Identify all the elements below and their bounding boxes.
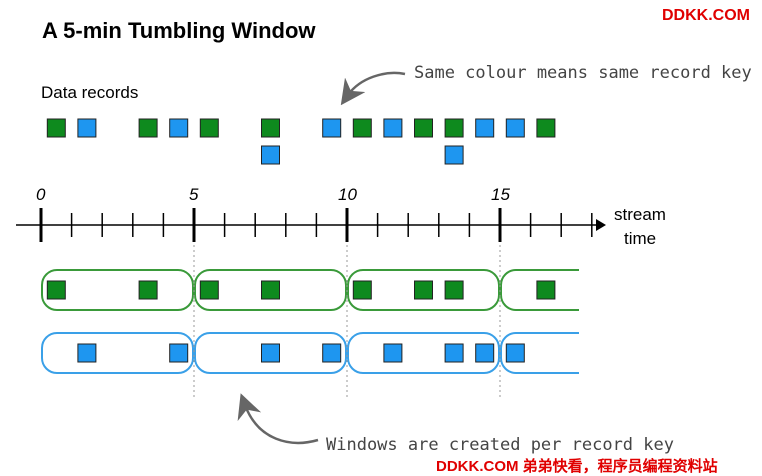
record-blue-8-0 — [383, 118, 403, 138]
record-blue-12-0 — [505, 118, 525, 138]
window-record-blue-1-0 — [261, 343, 280, 363]
window-green-3 — [500, 269, 579, 311]
window-record-blue-1-1 — [322, 343, 342, 363]
record-green-10-0 — [444, 118, 464, 138]
window-blue-2 — [347, 332, 500, 374]
record-green-5-0 — [261, 118, 280, 138]
data-records-row — [46, 118, 556, 165]
window-record-green-1-0 — [199, 280, 219, 300]
window-record-green-0-1 — [138, 280, 158, 300]
window-record-blue-0-1 — [169, 343, 189, 363]
window-record-green-2-0 — [352, 280, 372, 300]
window-blue-0 — [41, 332, 194, 374]
axis-tick-label-0: 0 — [36, 185, 46, 204]
window-blue-3 — [500, 332, 579, 374]
watermark-bottom: DDKK.COM 弟弟快看，程序员编程资料站 — [436, 457, 718, 475]
record-green-13-0 — [536, 118, 556, 138]
watermark-top: DDKK.COM — [662, 7, 750, 24]
window-record-green-2-1 — [414, 280, 433, 300]
axis-label-stream: stream — [614, 205, 666, 224]
record-green-2-0 — [138, 118, 158, 138]
record-blue-1-0 — [77, 118, 97, 138]
windows-annotation: Windows are created per record key — [326, 435, 674, 455]
record-green-7-0 — [352, 118, 372, 138]
window-boundary-guides — [193, 245, 501, 398]
axis-label-time: time — [624, 229, 656, 248]
window-record-blue-0-0 — [77, 343, 97, 363]
axis-tick-label-15: 15 — [491, 185, 510, 204]
window-rows — [41, 269, 579, 374]
window-record-blue-2-0 — [383, 343, 403, 363]
record-blue-6-0 — [322, 118, 342, 138]
record-green-4-0 — [199, 118, 219, 138]
window-record-blue-2-1 — [444, 343, 464, 363]
axis-arrowhead — [596, 219, 606, 231]
window-record-green-3-0 — [536, 280, 556, 300]
window-record-green-2-2 — [444, 280, 464, 300]
record-blue-5-1 — [261, 145, 280, 165]
axis-tick-label-5: 5 — [189, 185, 199, 204]
window-record-green-0-0 — [46, 280, 66, 300]
window-record-blue-2-2 — [475, 343, 495, 363]
data-records-label: Data records — [41, 83, 138, 102]
stream-time-axis: 0 5 10 15 — [16, 185, 606, 242]
windows-annotation-arrow — [237, 393, 319, 445]
diagram-title: A 5-min Tumbling Window — [42, 18, 316, 43]
record-green-9-0 — [414, 118, 433, 138]
record-blue-11-0 — [475, 118, 495, 138]
colour-annotation-arrow — [340, 71, 406, 106]
window-record-green-1-1 — [261, 280, 280, 300]
axis-tick-label-10: 10 — [338, 185, 357, 204]
window-green-0 — [41, 269, 194, 311]
window-record-blue-3-0 — [505, 343, 525, 363]
record-blue-3-0 — [169, 118, 189, 138]
record-green-0-0 — [46, 118, 66, 138]
record-blue-10-1 — [444, 145, 464, 165]
colour-annotation: Same colour means same record key — [414, 63, 752, 83]
